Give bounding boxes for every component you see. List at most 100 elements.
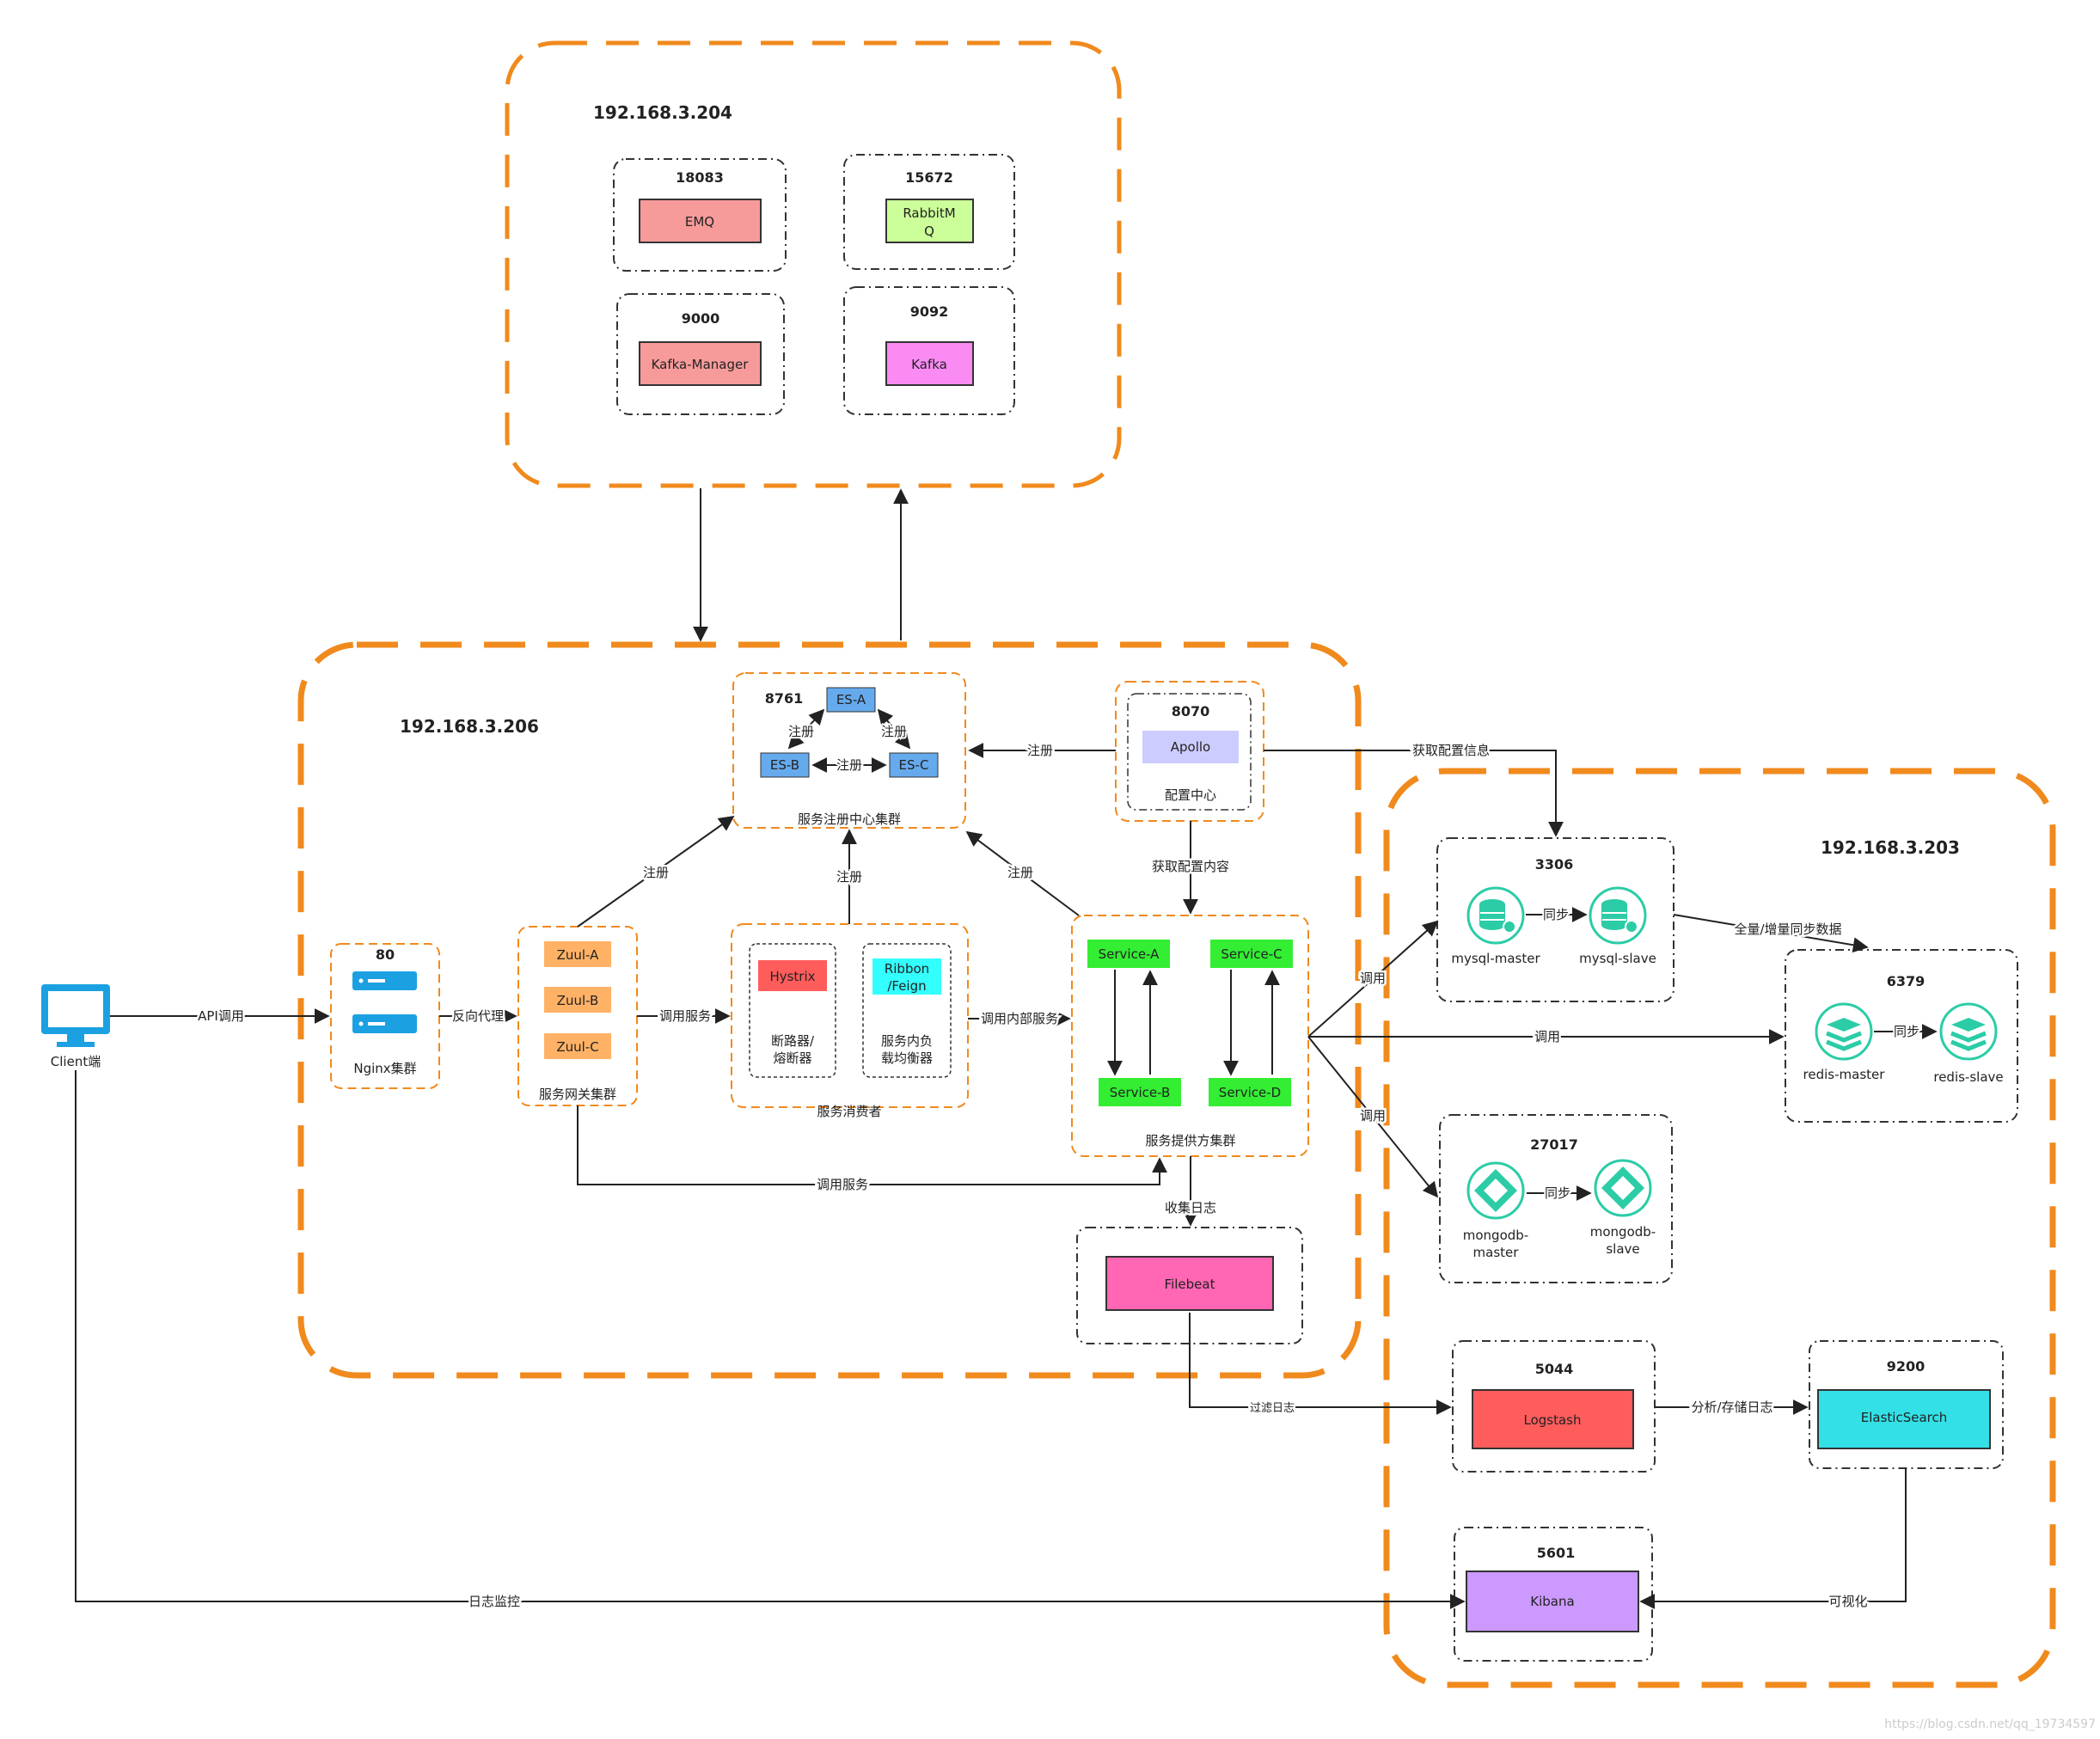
svg-text:获取配置信息: 获取配置信息 (1412, 743, 1490, 758)
rabbitmq-node[interactable] (885, 199, 974, 243)
ribbon-feign-node[interactable] (872, 958, 941, 995)
nginx-cluster: 80 Nginx集群 (330, 943, 440, 1089)
es-c-node[interactable] (889, 752, 939, 778)
svg-text:注册: 注册 (881, 724, 907, 739)
host-204-container (505, 40, 1122, 488)
mongodb-master-icon[interactable] (1466, 1161, 1525, 1220)
svg-text:mongodb-: mongodb- (1463, 1228, 1528, 1243)
kafka-manager-node[interactable] (639, 341, 762, 386)
svg-text:断路器/: 断路器/ (771, 1033, 815, 1049)
svg-text:调用服务: 调用服务 (659, 1008, 711, 1024)
svg-text:mysql-master: mysql-master (1451, 951, 1540, 966)
svg-text:Client端: Client端 (51, 1054, 101, 1069)
mysql-group: 3306 mysql-master mysql-slave 同步 (1436, 837, 1674, 1002)
svg-text:Service-B: Service-B (1110, 1085, 1171, 1100)
edges (75, 743, 1907, 1609)
svg-text:ES-C: ES-C (899, 757, 929, 773)
svg-text:过滤日志: 过滤日志 (1250, 1402, 1295, 1415)
es-b-node[interactable] (760, 752, 810, 778)
service-b-node[interactable] (1099, 1078, 1181, 1106)
svg-text:日志监控: 日志监控 (468, 1594, 520, 1609)
svg-text:调用: 调用 (1534, 1029, 1560, 1044)
svg-text:载均衡器: 载均衡器 (881, 1050, 933, 1066)
svg-text:3306: 3306 (1535, 856, 1574, 873)
svg-text:5044: 5044 (1535, 1361, 1574, 1377)
kibana-node[interactable] (1466, 1571, 1639, 1632)
kafka-group: 9092 Kafka (843, 286, 1015, 415)
emq-node[interactable] (639, 199, 762, 243)
apollo-node[interactable] (1142, 731, 1239, 763)
svg-text:服务注册中心集群: 服务注册中心集群 (798, 811, 901, 827)
host-206-title: 192.168.3.206 (400, 716, 539, 737)
svg-text:15672: 15672 (905, 169, 953, 186)
svg-text:8761: 8761 (765, 690, 804, 707)
svg-text:可视化: 可视化 (1828, 1594, 1867, 1609)
elasticsearch-node[interactable] (1817, 1389, 1991, 1449)
svg-text:Nginx集群: Nginx集群 (353, 1061, 416, 1076)
zuul-b-node[interactable] (544, 987, 611, 1013)
svg-text:9092: 9092 (910, 303, 949, 320)
service-a-node[interactable] (1087, 940, 1170, 968)
svg-text:Filebeat: Filebeat (1165, 1277, 1215, 1292)
mongodb-slave-icon[interactable] (1594, 1159, 1652, 1217)
svg-text:注册: 注册 (836, 869, 862, 885)
mysql-slave-icon[interactable] (1589, 886, 1647, 945)
svg-text:同步: 同步 (1545, 1185, 1570, 1201)
svg-text:服务提供方集群: 服务提供方集群 (1145, 1133, 1235, 1148)
svg-text:ES-B: ES-B (770, 757, 799, 773)
svg-text:Zuul-C: Zuul-C (556, 1039, 598, 1055)
zuul-a-node[interactable] (544, 941, 611, 967)
svg-text:同步: 同步 (1543, 907, 1569, 922)
svg-text:服务内负: 服务内负 (881, 1033, 933, 1049)
svg-text:ES-A: ES-A (836, 692, 866, 707)
svg-text:配置中心: 配置中心 (1165, 787, 1216, 803)
monitor-icon[interactable] (41, 984, 110, 1047)
svg-text:熔断器: 熔断器 (773, 1050, 811, 1066)
svg-text:18083: 18083 (676, 169, 724, 186)
svg-text:调用: 调用 (1360, 1108, 1386, 1124)
svg-text:注册: 注册 (788, 724, 814, 739)
provider-cluster: Service-A Service-C Service-B Service-D … (1071, 915, 1309, 1157)
svg-text:5601: 5601 (1537, 1545, 1576, 1561)
elasticsearch-group: 9200 ElasticSearch (1809, 1340, 2004, 1469)
service-c-node[interactable] (1210, 940, 1293, 968)
redis-slave-icon[interactable] (1939, 1002, 1998, 1061)
server-icon (352, 971, 417, 1033)
watermark: https://blog.csdn.net/qq_19734597 (1884, 1718, 2096, 1731)
svg-text:同步: 同步 (1894, 1024, 1919, 1039)
host-206-container (297, 641, 1362, 1379)
kafka-node[interactable] (885, 341, 974, 386)
svg-text:收集日志: 收集日志 (1165, 1200, 1216, 1215)
svg-text:Hystrix: Hystrix (769, 969, 815, 984)
rabbitmq-group: 15672 RabbitM Q (843, 154, 1015, 270)
svg-text:8070: 8070 (1172, 703, 1210, 719)
svg-text:9000: 9000 (682, 310, 720, 327)
hystrix-node[interactable] (758, 960, 827, 991)
svg-text:注册: 注册 (836, 757, 862, 773)
svg-text:80: 80 (376, 946, 395, 963)
svg-text:/Feign: /Feign (887, 978, 926, 994)
filebeat-node[interactable] (1105, 1256, 1274, 1311)
svg-text:Ribbon: Ribbon (885, 961, 929, 977)
svg-text:Kafka-Manager: Kafka-Manager (652, 357, 750, 372)
svg-text:RabbitM: RabbitM (903, 205, 955, 221)
service-d-node[interactable] (1209, 1078, 1291, 1106)
redis-group: 6379 redis-master redis-slave 同步 (1785, 949, 2018, 1123)
redis-master-icon[interactable] (1815, 1002, 1873, 1061)
es-a-node[interactable] (826, 687, 876, 713)
svg-text:服务网关集群: 服务网关集群 (539, 1087, 616, 1102)
svg-text:slave: slave (1606, 1241, 1639, 1257)
svg-text:Zuul-A: Zuul-A (557, 947, 600, 963)
config-center: 8070 Apollo 配置中心 (1115, 681, 1264, 822)
svg-text:ElasticSearch: ElasticSearch (1861, 1410, 1947, 1425)
svg-text:27017: 27017 (1530, 1136, 1578, 1153)
svg-text:EMQ: EMQ (685, 214, 714, 230)
edge-labels: API调用 反向代理 调用服务 调用内部服务 注册 注册 注册 注册 获取配置信… (196, 741, 1870, 1612)
svg-text:全量/增量同步数据: 全量/增量同步数据 (1734, 922, 1841, 937)
registry-cluster: 8761 ES-A ES-B ES-C 注册 注册 注册 服务注册中心集群 (732, 672, 966, 829)
zuul-c-node[interactable] (544, 1033, 611, 1059)
logstash-node[interactable] (1472, 1389, 1634, 1449)
mysql-master-icon[interactable] (1466, 886, 1525, 945)
svg-text:注册: 注册 (1027, 743, 1053, 758)
filebeat-group: Filebeat (1076, 1227, 1303, 1344)
